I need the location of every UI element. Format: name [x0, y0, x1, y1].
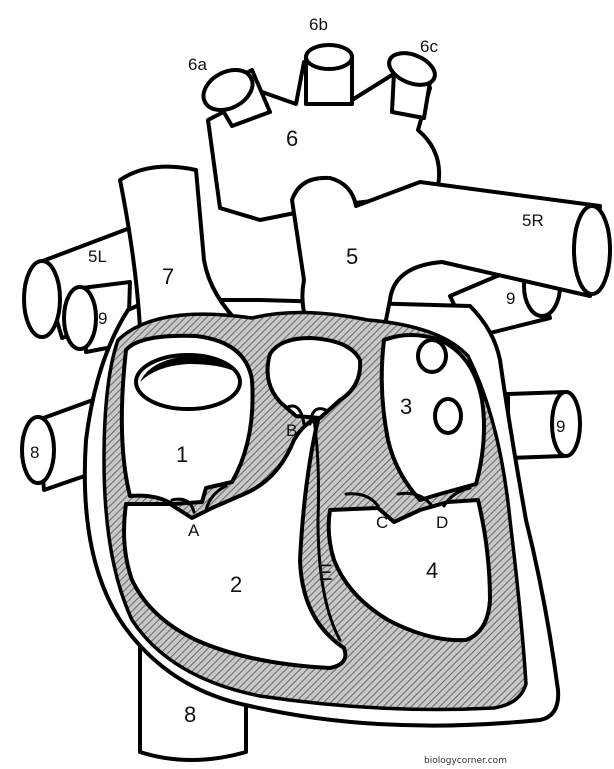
label-1: 1: [176, 442, 188, 467]
label-6c: 6c: [420, 37, 438, 56]
left-subclavian-artery: [385, 47, 440, 118]
label-9-left: 9: [98, 309, 107, 328]
label-5: 5: [346, 244, 358, 269]
right-pulmonary-vein-lower: [508, 392, 580, 458]
label-6a: 6a: [188, 55, 207, 74]
label-C: C: [376, 513, 388, 532]
pulmonary-vein-opening-upper: [418, 340, 446, 372]
label-9-right-upper: 9: [506, 289, 515, 308]
label-8-bottom: 8: [184, 702, 196, 727]
label-6b: 6b: [309, 15, 328, 34]
label-3: 3: [400, 394, 412, 419]
label-8-left: 8: [30, 443, 39, 462]
label-9-right-lower: 9: [556, 417, 565, 436]
brachiocephalic-artery: [197, 62, 270, 126]
label-E: E: [318, 560, 333, 585]
label-D: D: [436, 513, 448, 532]
credit-text: biologycorner.com: [424, 756, 507, 766]
label-5L: 5L: [88, 247, 107, 266]
label-A: A: [188, 521, 200, 540]
right-pulmonary-artery-opening: [574, 206, 610, 294]
left-common-carotid-artery: [306, 45, 352, 104]
pulmonary-vein-opening-lower: [435, 399, 461, 433]
label-2: 2: [230, 572, 242, 597]
label-B: B: [286, 421, 297, 440]
label-5R: 5R: [522, 211, 544, 230]
label-7: 7: [162, 264, 174, 289]
label-6: 6: [286, 126, 298, 151]
label-4: 4: [426, 558, 438, 583]
